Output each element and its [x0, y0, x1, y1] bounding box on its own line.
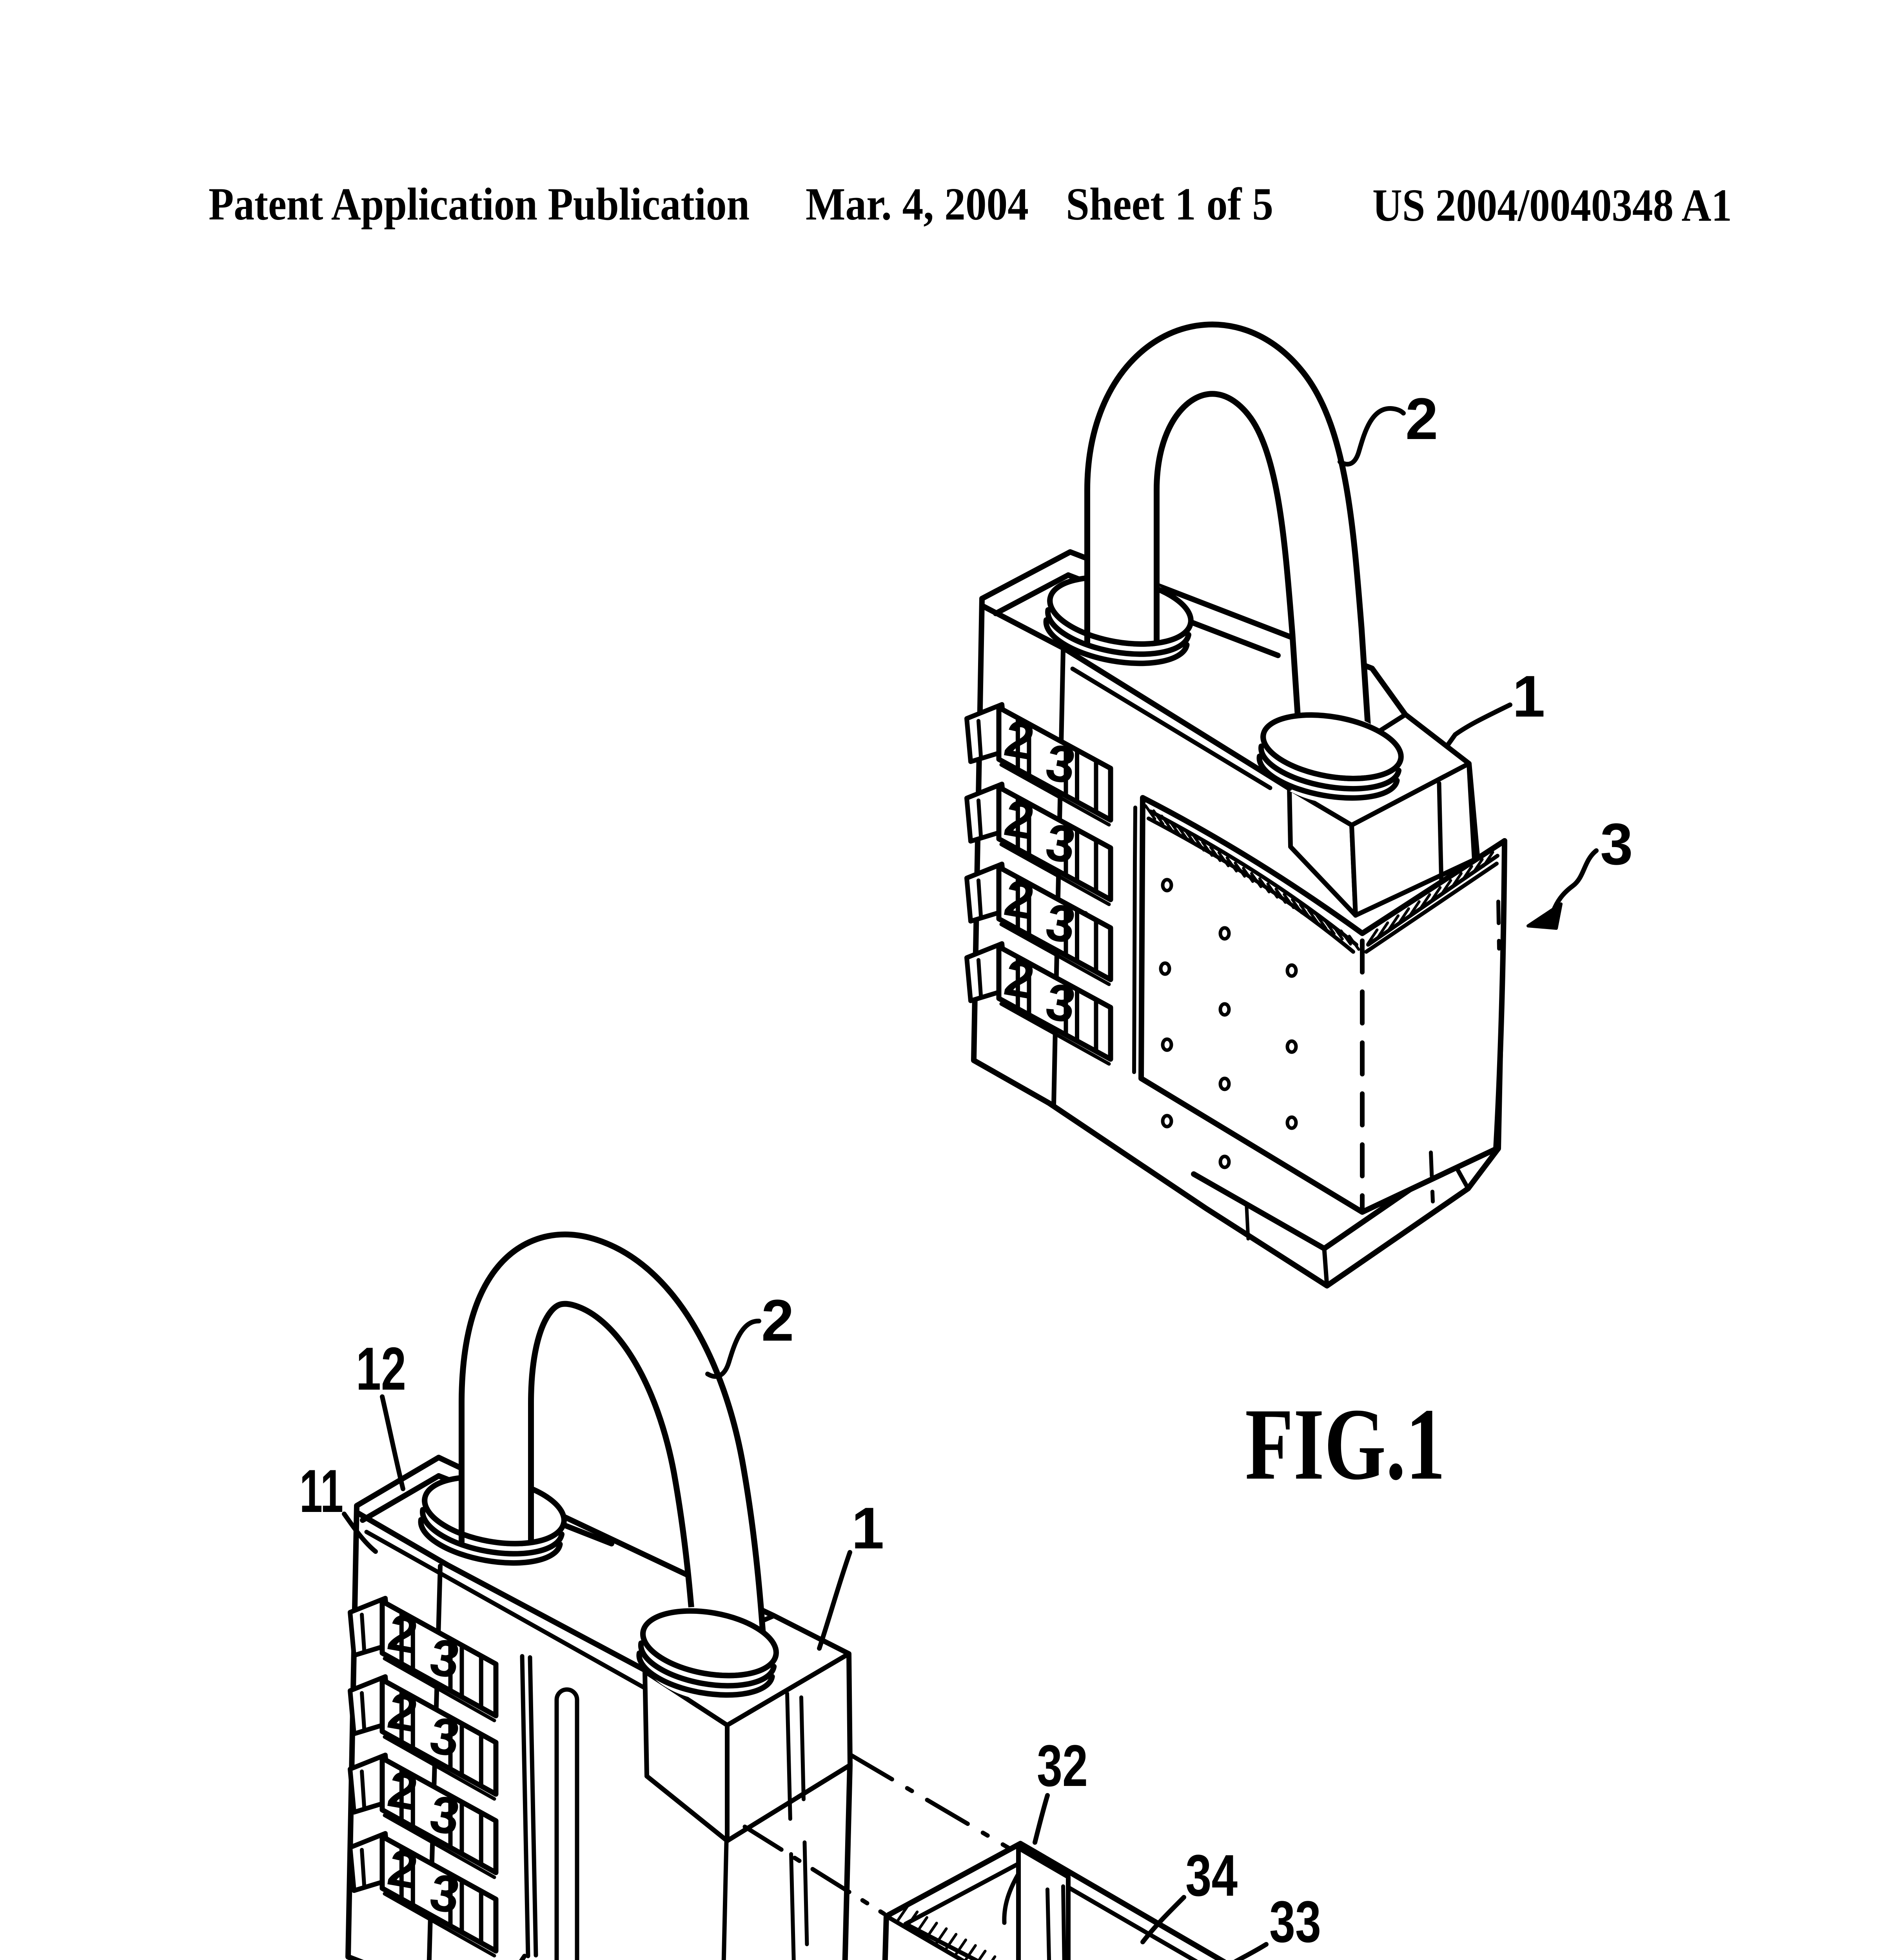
svg-text:Mar. 4, 2004: Mar. 4, 2004: [806, 178, 1029, 230]
svg-text:US 2004/0040348 A1: US 2004/0040348 A1: [1372, 180, 1732, 231]
svg-text:32: 32: [1037, 1733, 1088, 1798]
svg-text:34: 34: [1185, 1842, 1238, 1908]
svg-text:2: 2: [761, 1287, 794, 1353]
svg-text:FIG.1: FIG.1: [1245, 1387, 1445, 1501]
svg-text:Sheet 1 of 5: Sheet 1 of 5: [1066, 178, 1273, 230]
svg-text:12: 12: [356, 1335, 406, 1403]
svg-text:Patent Application Publication: Patent Application Publication: [209, 178, 750, 230]
svg-text:33: 33: [1269, 1889, 1321, 1955]
svg-text:1: 1: [851, 1495, 884, 1561]
svg-text:1: 1: [1512, 663, 1545, 729]
svg-text:11: 11: [299, 1457, 343, 1525]
svg-text:2: 2: [1405, 386, 1438, 452]
svg-text:3: 3: [1600, 811, 1633, 877]
